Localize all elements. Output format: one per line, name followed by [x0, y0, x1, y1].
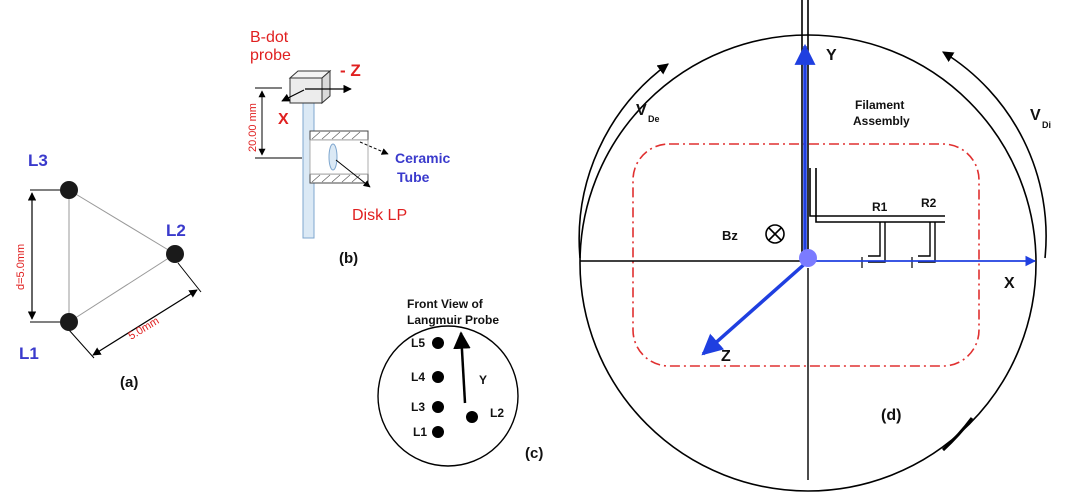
bz-into-page-icon: [765, 224, 785, 244]
ceramic-tube: [309, 130, 369, 184]
probe-l2-dot: [166, 245, 184, 263]
ceramic-label-line2: Tube: [397, 169, 430, 185]
panel-c: Front View of Langmuir Probe L5 L4 L3 L1…: [377, 297, 543, 467]
z-axis-label: Z: [721, 348, 731, 365]
panel-a: L3 L2 L1 d=5.0mm 5.0mm (a): [15, 151, 202, 391]
probe-l3-dot-front: [432, 401, 444, 413]
dashed-boundary: [632, 143, 980, 367]
svg-text:V: V: [1030, 107, 1041, 124]
height-dimension: [255, 87, 302, 159]
panel-d-caption: (d): [881, 407, 901, 424]
probe-l3-dot: [60, 181, 78, 199]
ceramic-label-line1: Ceramic: [395, 150, 450, 166]
z-axis-arrow: [701, 259, 810, 356]
svg-text:V: V: [636, 102, 647, 119]
probe-triangle: [68, 189, 176, 323]
filament-label-line1: Filament: [855, 98, 904, 112]
probe-l1-label: L1: [19, 344, 39, 363]
probe-l2-label-front: L2: [490, 406, 504, 420]
ceramic-pointer: [359, 141, 389, 155]
probe-head-circle: [377, 325, 519, 467]
probe-l2-dot-front: [466, 411, 478, 423]
v-di-arc: [942, 51, 1047, 259]
vertical-dimension-label: d=5.0mm: [15, 244, 27, 290]
filament-assembly: [809, 168, 945, 268]
vertical-dimension: [27, 189, 60, 323]
svg-text:De: De: [648, 114, 660, 124]
panel-b: B-dot probe - Z X 20.00 mm: [247, 29, 450, 267]
diagonal-dimension: [68, 262, 202, 359]
height-dimension-label: 20.00 mm: [247, 103, 259, 152]
x-axis-label: X: [1004, 275, 1015, 292]
x-label: X: [278, 111, 289, 128]
bdot-title-line1: B-dot: [250, 29, 289, 46]
filament-label-line2: Assembly: [853, 114, 910, 128]
disk-lp-label: Disk LP: [352, 207, 407, 224]
probe-l5-dot: [432, 337, 444, 349]
probe-l2-label: L2: [166, 221, 186, 240]
disk-lp: [328, 143, 338, 171]
x-arrow: [281, 89, 305, 102]
svg-text:Di: Di: [1042, 120, 1051, 130]
front-y-arrow: [453, 331, 471, 404]
probe-l5-label: L5: [411, 336, 425, 350]
origin-dot: [799, 249, 817, 267]
bz-label: Bz: [722, 228, 738, 243]
probe-l4-label: L4: [411, 370, 425, 384]
probe-l1-dot-front: [432, 426, 444, 438]
front-view-title-line1: Front View of: [407, 297, 484, 311]
v-di-label: V Di: [1030, 107, 1051, 130]
probe-l3-label: L3: [28, 151, 48, 170]
v-de-label: V De: [636, 102, 660, 124]
panel-b-caption: (b): [339, 250, 358, 267]
front-y-label: Y: [479, 373, 487, 387]
probe-l1-dot: [60, 313, 78, 331]
minus-z-label: - Z: [340, 61, 361, 80]
y-axis-label: Y: [826, 47, 837, 64]
probe-l1-label-front: L1: [413, 425, 427, 439]
panel-c-caption: (c): [525, 445, 543, 462]
panel-a-caption: (a): [120, 374, 138, 391]
diagonal-dimension-label: 5.0mm: [126, 315, 161, 343]
panel-d: Bz R1 R2 Y X Z Filament Assembly V De V …: [578, 0, 1051, 492]
probe-l3-label-front: L3: [411, 400, 425, 414]
bdot-title-line2: probe: [250, 47, 291, 64]
chamber-wall-arc: [941, 417, 974, 452]
disk-pointer: [335, 159, 371, 188]
probe-l4-dot: [432, 371, 444, 383]
v-de-arc: [578, 63, 669, 259]
bdot-cube: [288, 69, 332, 105]
front-view-title-line2: Langmuir Probe: [407, 313, 499, 327]
r2-label: R2: [921, 196, 937, 210]
vertical-shaft: [801, 0, 809, 255]
r1-label: R1: [872, 200, 888, 214]
